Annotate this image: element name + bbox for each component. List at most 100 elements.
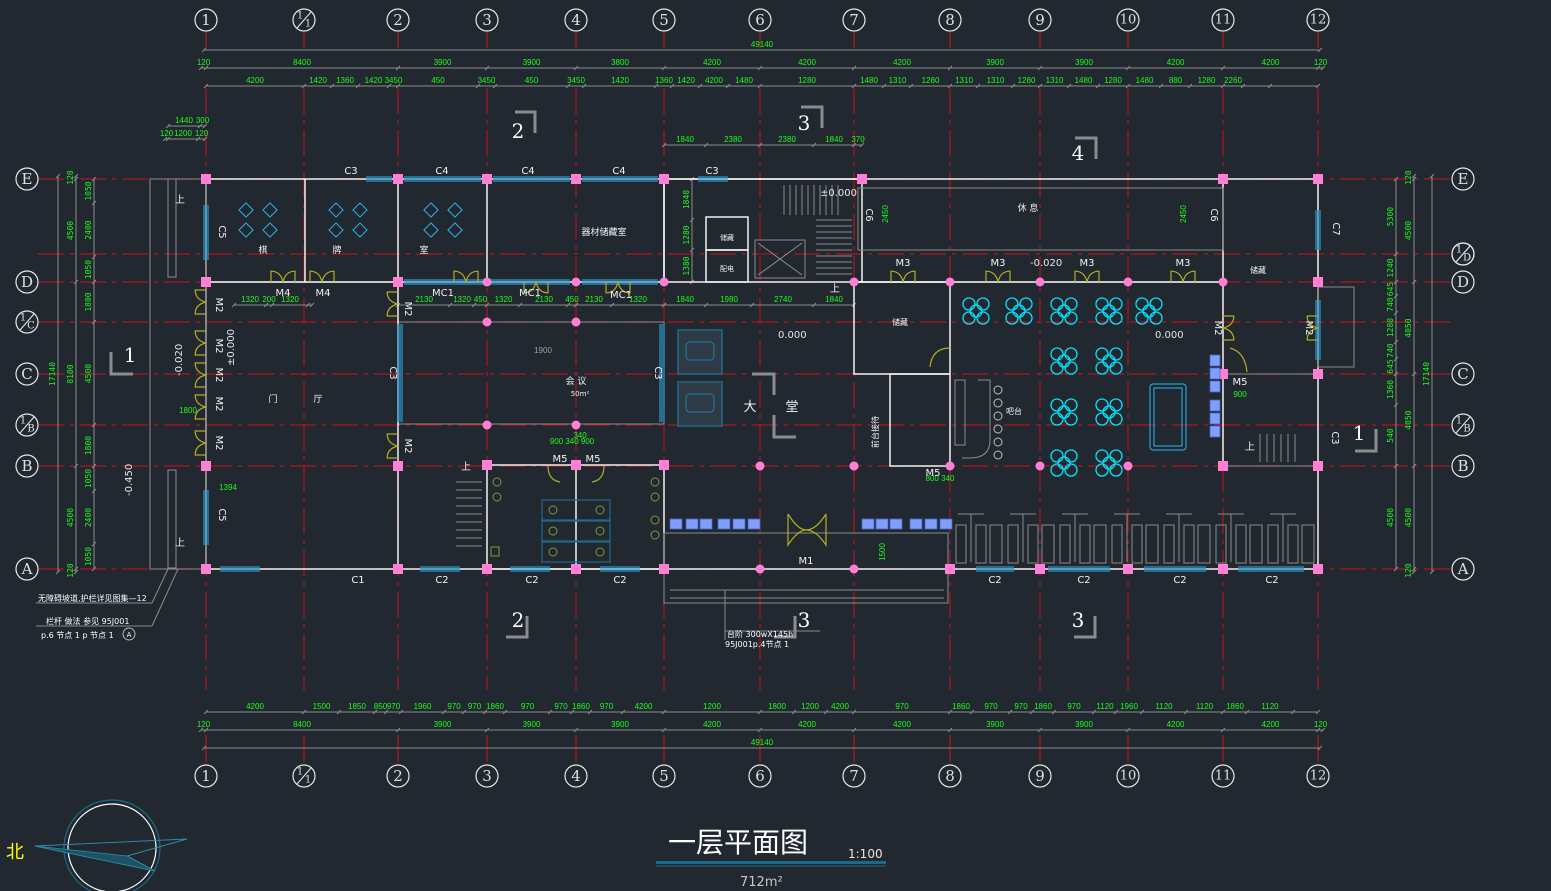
dimension-label: 645 xyxy=(1386,282,1395,297)
waiting-seat xyxy=(909,518,923,530)
dimension-label: 2450 xyxy=(881,205,890,223)
dimension-label: 740 xyxy=(1386,343,1395,358)
dimension-label: 8100 xyxy=(66,364,75,383)
axis-bubble-10: 10 xyxy=(1116,764,1140,788)
window-label: C3 xyxy=(1329,431,1340,444)
waiting-seat xyxy=(685,518,699,530)
window xyxy=(600,566,640,572)
window xyxy=(582,279,658,285)
column xyxy=(659,174,669,184)
axis-bubble-D: D xyxy=(1451,270,1475,294)
column xyxy=(571,460,581,470)
dimension-label: 450 xyxy=(474,295,488,304)
axis-bubble-D: D xyxy=(15,270,39,294)
column xyxy=(1123,461,1133,471)
axis-bubble-6: 6 xyxy=(748,8,772,32)
section-mark-2-bottom: 2 xyxy=(506,608,529,639)
elevator xyxy=(754,239,806,279)
dimension-label: 1280 xyxy=(922,76,940,85)
door-label: M5 xyxy=(1233,377,1248,388)
dimension-label: 740 xyxy=(1386,297,1395,312)
dimension-label: 1320 xyxy=(495,295,513,304)
dimension-label: 2740 xyxy=(774,295,792,304)
dimension-label: 4200 xyxy=(798,720,816,729)
dimension-label: 1394 xyxy=(219,483,237,492)
svg-text:3: 3 xyxy=(1072,608,1085,632)
dimension-label: 4050 xyxy=(1404,318,1413,337)
dimension-label: 1310 xyxy=(1046,76,1064,85)
dimension-label: 120 xyxy=(66,170,75,185)
dimension-label: 1960 xyxy=(414,702,432,711)
dimension-label: 1860 xyxy=(952,702,970,711)
column xyxy=(571,317,581,327)
bar-stool xyxy=(993,385,1003,395)
svg-text:D: D xyxy=(1457,273,1469,291)
column xyxy=(482,564,492,574)
dimension-label: 4500 xyxy=(1404,221,1413,240)
door-swing xyxy=(309,270,335,283)
column xyxy=(849,564,859,574)
window-label: C5 xyxy=(216,225,227,238)
dimension-label: 3900 xyxy=(986,720,1004,729)
card-table xyxy=(423,202,463,238)
dimension-label: 1120 xyxy=(1261,702,1279,711)
dimension-label: 300 xyxy=(196,116,210,125)
column xyxy=(393,277,403,287)
window-label: C3 xyxy=(344,166,357,177)
svg-text:12: 12 xyxy=(1310,769,1327,784)
axis-bubble-9: 9 xyxy=(1028,8,1052,32)
svg-text:5: 5 xyxy=(659,767,669,785)
axis-bubble-3: 3 xyxy=(475,8,499,32)
door-label: M2 xyxy=(213,368,224,383)
column xyxy=(945,277,955,287)
dim-bottom-total: 49140 xyxy=(201,738,1323,751)
waiting-seat xyxy=(732,518,746,530)
dimension-label: 4200 xyxy=(1262,720,1280,729)
elevation-label: ±0.000 xyxy=(820,188,857,199)
window-label: C2 xyxy=(435,575,448,586)
up-label: 上 xyxy=(175,194,185,206)
dimension-label: 120 xyxy=(66,563,75,578)
column xyxy=(1035,461,1045,471)
dimension-label: 4200 xyxy=(246,76,264,85)
window xyxy=(203,490,209,545)
window-labels: C3 C4 C4 C4 C3 C1 C2 C2 C2 C2 C2 C2 C2 C… xyxy=(216,166,1341,586)
toilet-stall xyxy=(541,520,611,542)
dim-top-total: 49140 xyxy=(201,40,1323,53)
dimension-label: 17140 xyxy=(1422,362,1431,386)
svg-text:1: 1 xyxy=(20,416,26,427)
dining-table xyxy=(1005,297,1033,325)
dimension-label: 120 xyxy=(197,58,211,67)
dimension-label: 8400 xyxy=(293,720,311,729)
svg-text:1: 1 xyxy=(124,343,137,367)
step-reference: 95J001p.4节点 1 xyxy=(725,640,789,649)
dimension-label: 2260 xyxy=(1224,76,1242,85)
title-underline xyxy=(656,861,886,864)
dimension-label: 645 xyxy=(1386,359,1395,374)
window xyxy=(976,566,1014,572)
dimension-label: 1960 xyxy=(1120,702,1138,711)
dimension-label: 4200 xyxy=(703,720,721,729)
waiting-seat xyxy=(717,518,731,530)
terrace xyxy=(857,187,1224,251)
dimension-label: 1480 xyxy=(860,76,878,85)
dimension-label: 4200 xyxy=(893,58,911,67)
toilet-stall xyxy=(541,541,611,563)
dimension-label: 5300 xyxy=(1386,207,1395,226)
window xyxy=(490,279,570,285)
svg-text:3: 3 xyxy=(482,11,492,29)
booth xyxy=(1267,513,1315,564)
dining-table xyxy=(1095,297,1123,325)
svg-text:D: D xyxy=(21,273,33,291)
svg-text:1: 1 xyxy=(1456,416,1462,427)
dimension-label: 3900 xyxy=(1075,720,1093,729)
dimension-label: 970 xyxy=(387,702,401,711)
svg-text:10: 10 xyxy=(1120,13,1137,28)
dimension-label: 970 xyxy=(447,702,461,711)
column xyxy=(201,461,211,471)
window xyxy=(582,176,658,182)
